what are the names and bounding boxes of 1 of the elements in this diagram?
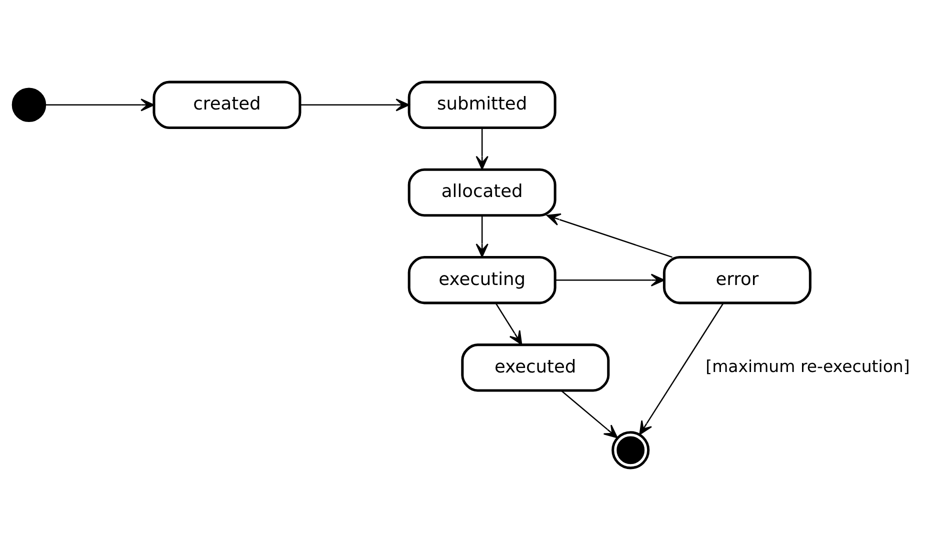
edge-label: [maximum re-execution] (706, 356, 910, 376)
